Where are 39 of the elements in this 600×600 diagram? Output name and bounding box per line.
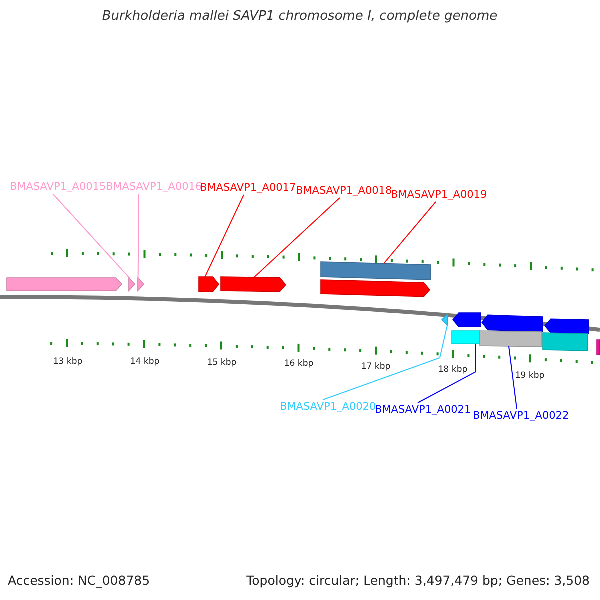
gene-feature [480, 330, 542, 348]
gene-feature [596, 340, 600, 356]
leader-line [322, 325, 448, 400]
gene-feature [128, 276, 136, 292]
gene-label: BMASAVP1_A0021 [375, 403, 472, 417]
gene-label: BMASAVP1_A0019 [391, 188, 488, 202]
leader-line [204, 194, 244, 278]
gene-feature [441, 313, 448, 327]
leader-line [52, 194, 130, 279]
leader-line [254, 198, 340, 278]
gene-feature [6, 278, 123, 292]
tick-label: 14 kbp [130, 357, 160, 368]
tick-label: 17 kbp [361, 362, 391, 373]
tick-label: 19 kbp [515, 371, 545, 382]
leader-line [138, 194, 140, 280]
gene-feature [452, 312, 482, 328]
tick-label: 16 kbp [284, 359, 314, 370]
footer-text: Topology: circular; Length: 3,497,479 bp; Genes: 3,508 [246, 575, 590, 586]
gene-feature [138, 276, 145, 292]
gene-label: BMASAVP1_A0018 [296, 184, 392, 198]
tick-label: 13 kbp [53, 357, 83, 368]
leader-line [418, 344, 476, 404]
gene-label: BMASAVP1_A0015 [10, 180, 106, 194]
gene-feature [452, 330, 480, 344]
leader-line [384, 202, 436, 264]
gene-label: BMASAVP1_A0017 [200, 181, 296, 195]
gene-label: BMASAVP1_A0016 [106, 180, 202, 194]
footer-text: Accession: NC_008785 [8, 575, 150, 586]
gene-feature [198, 276, 220, 292]
gene-feature [320, 280, 431, 298]
gene-feature [320, 262, 432, 280]
tick-label: 15 kbp [207, 358, 237, 369]
title: Burkholderia mallei SAVP1 chromosome I, complete genome [101, 10, 499, 24]
gene-label: BMASAVP1_A0022 [473, 409, 570, 423]
tick-label: 18 kbp [438, 365, 468, 376]
leader-line [508, 346, 518, 410]
gene-feature [544, 318, 590, 334]
gene-feature [542, 332, 588, 352]
gene-label: BMASAVP1_A0020 [280, 400, 376, 414]
